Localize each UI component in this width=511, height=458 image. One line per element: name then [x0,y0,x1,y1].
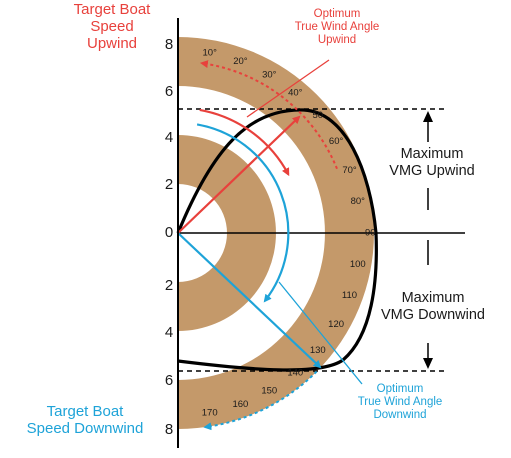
angle-label: 150 [261,386,277,397]
axis-tick-label: 2 [165,176,173,193]
upwind-boat-vector [177,115,301,234]
downwind-boat-vector [177,232,322,369]
angle-label: 100 [350,259,366,270]
angle-label: 20° [233,56,248,67]
max-vmg-upwind-line-1: Maximum [400,146,464,162]
angle-label: 30° [262,69,277,80]
axis-tick-label: 8 [165,421,173,438]
optimum-upwind-leader [246,59,330,118]
target-upwind-line-2: Speed [90,17,134,35]
axis-tick-label: 8 [165,36,173,53]
angle-arrows [177,59,363,431]
angle-label: 160 [232,399,248,410]
downwind-range-arrowhead [423,358,433,369]
max-vmg-downwind-line-2: VMG Downwind [381,307,485,324]
axis-tick-label: 4 [165,129,173,146]
optimum-upwind-line-3: Upwind [317,33,357,46]
angle-label: 50 [313,110,324,121]
max-vmg-upwind-label: Maximum VMG Upwind [362,146,502,181]
target-downwind-label: Target Boat Speed Downwind [10,403,160,438]
angle-label: 120 [328,319,344,330]
max-vmg-upwind-line-2: VMG Upwind [389,163,475,180]
target-upwind-speed-arc [199,60,338,170]
optimum-downwind-line-1: Optimum [376,383,424,395]
angle-labels: 10° 20° 30° 40° 50 60° 70° 80° 90 100 110 120 130 140… [202,48,376,419]
angle-label: 10° [203,48,218,59]
angle-label: 130 [310,345,326,356]
polar-curve [176,108,378,372]
angle-label: 80° [351,196,366,207]
optimum-downwind-leader [278,281,363,385]
angle-label: 110 [342,290,357,301]
axis-tick-label: 4 [165,324,173,341]
axis-tick-label: 2 [165,277,173,294]
upwind-range-arrowhead [423,111,433,122]
speed-axis: 8 6 4 2 0 2 4 6 8 [165,18,179,448]
target-upwind-label: Target Boat Speed Upwind [52,1,172,52]
max-vmg-downwind-label: Maximum VMG Downwind [357,290,509,325]
outer-speed-ring [178,37,374,429]
target-downwind-speed-arc [203,370,318,431]
downwind-angle-arc [196,123,290,303]
target-downwind-line-2: Speed Downwind [26,419,144,437]
optimum-downwind-line-3: Downwind [373,408,427,421]
target-upwind-line-3: Upwind [86,34,138,52]
optimum-upwind-line-2: True Wind Angle [294,20,380,33]
optimum-upwind-line-1: Optimum [313,8,361,20]
target-downwind-line-1: Target Boat [46,403,124,420]
polar-curve-group [176,108,378,372]
optimum-downwind-label: Optimum True Wind Angle Downwind [325,383,475,422]
upwind-angle-arc [199,108,290,177]
angle-label: 140 [287,367,303,378]
optimum-upwind-label: Optimum True Wind Angle Upwind [262,8,412,47]
angle-label: 70° [342,165,357,176]
max-vmg-downwind-line-1: Maximum [401,290,465,306]
target-upwind-line-1: Target Boat [73,1,151,18]
angle-label: 170 [202,407,218,418]
guide-lines [178,108,465,372]
axis-tick-label: 6 [165,372,173,389]
optimum-downwind-line-2: True Wind Angle [357,395,443,408]
angle-label: 40° [288,88,303,99]
axis-tick-label: 6 [165,83,173,100]
angle-label: 60° [329,136,344,147]
axis-tick-label: 0 [165,224,173,241]
angle-label: 90 [365,228,376,239]
